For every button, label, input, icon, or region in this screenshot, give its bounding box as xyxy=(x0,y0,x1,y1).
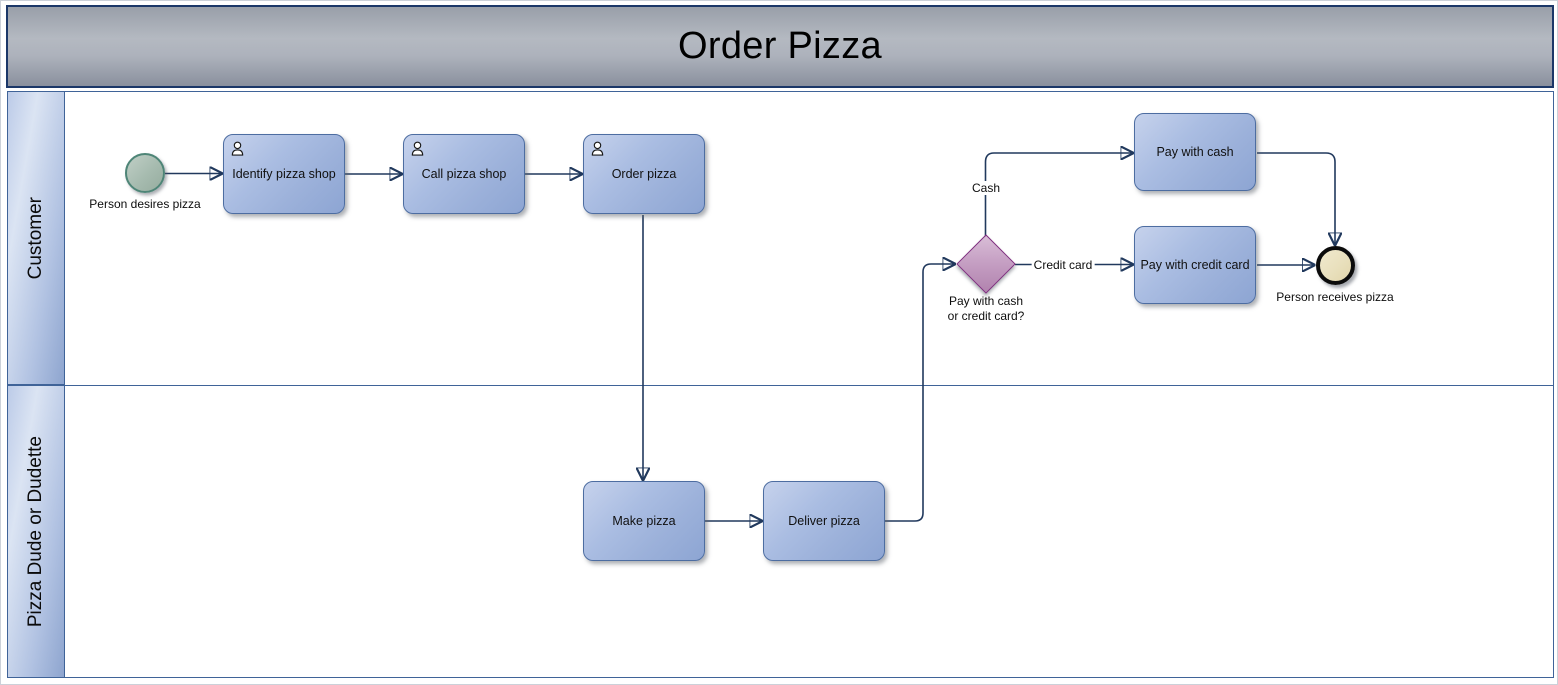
task-identify-pizza-shop[interactable]: Identify pizza shop xyxy=(223,134,345,214)
task-make-pizza[interactable]: Make pizza xyxy=(583,481,705,561)
user-icon xyxy=(591,141,604,156)
task-call-pizza-shop[interactable]: Call pizza shop xyxy=(403,134,525,214)
pool-title-bar[interactable]: Order Pizza xyxy=(6,5,1554,88)
flow-label-cash: Cash xyxy=(969,181,1003,195)
task-label: Make pizza xyxy=(612,514,676,528)
lane-strip-customer[interactable]: Customer xyxy=(7,91,65,385)
lane-strip-pizza-dude[interactable]: Pizza Dude or Dudette xyxy=(7,385,65,678)
start-event-circle[interactable] xyxy=(125,153,165,193)
gateway-label-line2: or credit card? xyxy=(947,309,1025,323)
start-event-label: Person desires pizza xyxy=(89,197,201,211)
flow-label-credit-card: Credit card xyxy=(1031,258,1095,272)
end-event-circle[interactable] xyxy=(1316,246,1355,285)
task-label: Identify pizza shop xyxy=(232,167,336,181)
end-event-label: Person receives pizza xyxy=(1276,290,1394,304)
flow-pay-cash-to-end[interactable] xyxy=(1257,152,1335,245)
gateway-label: Pay with cash or credit card? xyxy=(948,294,1025,324)
task-label: Call pizza shop xyxy=(421,167,507,181)
flow-deliver-to-gateway[interactable] xyxy=(885,264,955,522)
pool-body-frame xyxy=(7,91,1554,678)
task-label: Pay with credit card xyxy=(1140,258,1250,272)
task-label: Pay with cash xyxy=(1156,145,1234,159)
user-icon xyxy=(231,141,244,156)
task-order-pizza[interactable]: Order pizza xyxy=(583,134,705,214)
lane-divider xyxy=(7,385,1554,386)
task-pay-with-cash[interactable]: Pay with cash xyxy=(1134,113,1256,191)
task-pay-with-credit-card[interactable]: Pay with credit card xyxy=(1134,226,1256,304)
task-deliver-pizza[interactable]: Deliver pizza xyxy=(763,481,885,561)
task-label: Deliver pizza xyxy=(788,514,860,528)
flow-gateway-to-pay-cash[interactable] xyxy=(984,153,1133,242)
task-label: Order pizza xyxy=(611,167,677,181)
gateway-label-line1: Pay with cash xyxy=(948,294,1024,308)
diagram-title: Order Pizza xyxy=(678,25,882,67)
user-icon xyxy=(411,141,424,156)
